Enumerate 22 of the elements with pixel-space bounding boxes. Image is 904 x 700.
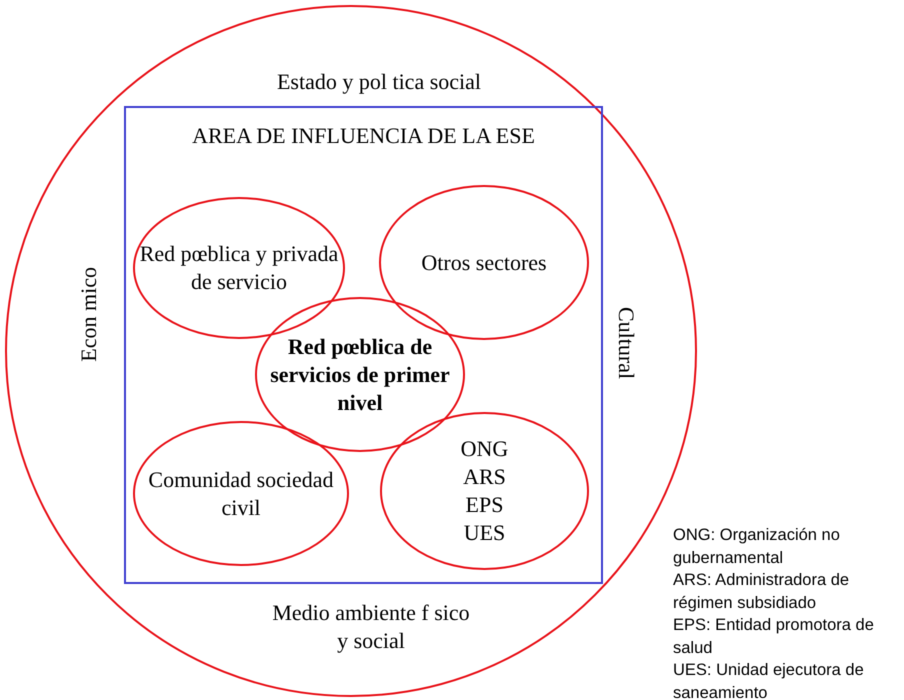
ellipse-label: ARS — [463, 463, 506, 491]
abbreviation-note: ARS: Administradora de régimen subsidiado — [673, 570, 850, 614]
actor-ellipse — [133, 421, 349, 566]
ellipse-label: Otros sectores — [420, 248, 548, 276]
context-label: Econ mico — [75, 266, 102, 362]
context-label: Estado y pol tica social — [276, 68, 482, 96]
context-label: Medio ambiente f sico y social — [271, 599, 471, 655]
abbreviation-note: ONG: Organización no gubernamental — [673, 525, 841, 568]
actor-ellipse — [379, 185, 589, 340]
ellipse-label: EPS — [466, 491, 504, 519]
actor-ellipse — [380, 412, 589, 570]
ellipse-label: UES — [464, 519, 506, 547]
ellipse-label: ONG — [460, 435, 508, 463]
abbreviation-note: EPS: Entidad promotora de salud — [673, 615, 875, 658]
ellipse-label: Red pœblica de servicios de primer nivel — [270, 332, 450, 416]
ellipse-label: Red pœblica y privada de servicio — [138, 240, 340, 296]
context-label: Cultural — [613, 306, 640, 380]
influence-area-box — [124, 106, 603, 584]
ellipse-label: Comunidad sociedad civil — [147, 466, 335, 522]
area-title: AREA DE INFLUENCIA DE LA ESE — [191, 122, 536, 150]
abbreviation-note: UES: Unidad ejecutora de saneamiento — [673, 660, 865, 700]
actor-ellipse — [133, 197, 345, 339]
